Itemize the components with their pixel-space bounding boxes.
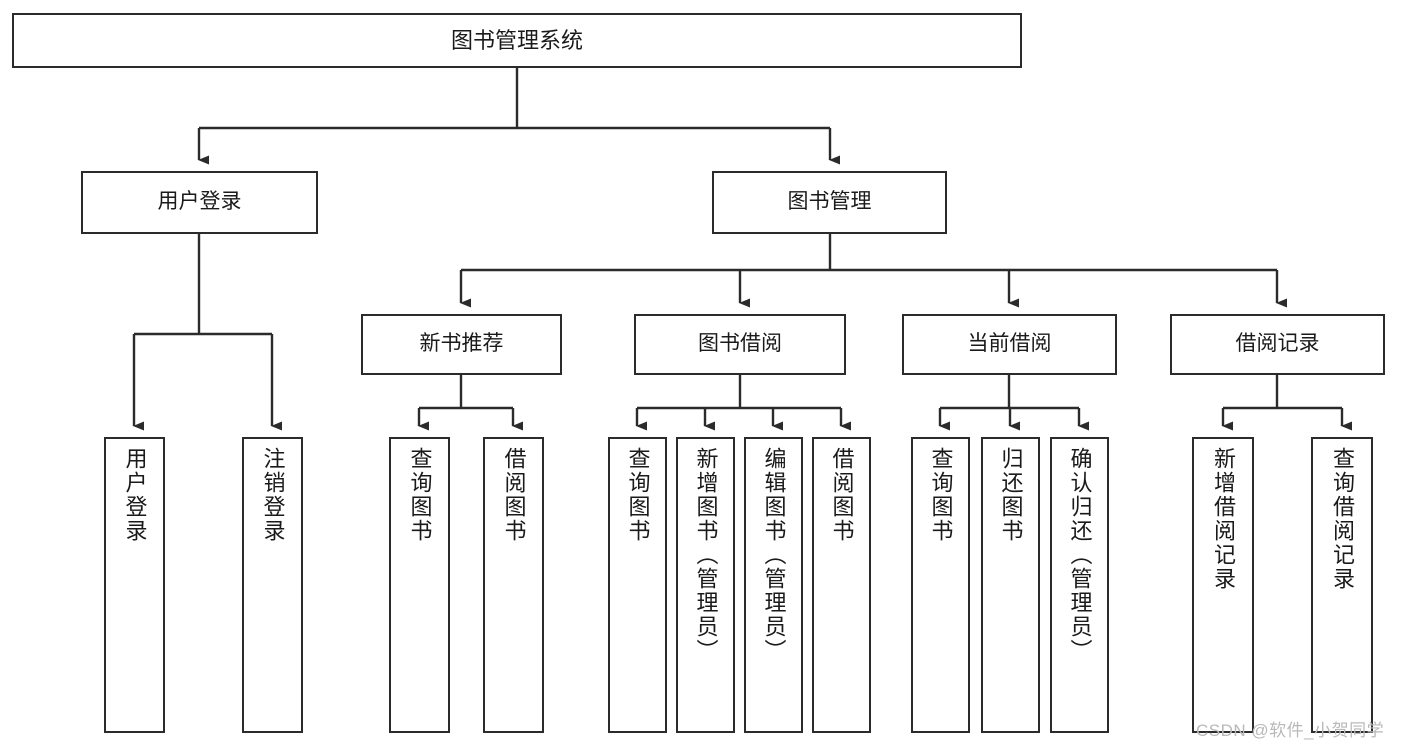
node-leaf-12-查询借阅记录[interactable]: 查询借阅记录 (1311, 437, 1373, 733)
node-label: 借阅图书 (501, 447, 527, 543)
node-level1-图书管理[interactable]: 图书管理 (712, 171, 947, 234)
node-leaf-0-用户登录[interactable]: 用户登录 (104, 437, 165, 733)
node-leaf-2-查询图书[interactable]: 查询图书 (389, 437, 450, 733)
node-label: 查询图书 (928, 447, 954, 543)
node-label: 确认归还（管理员） (1067, 447, 1093, 663)
node-label: 用户登录 (122, 447, 148, 543)
node-label: 新增图书（管理员） (693, 447, 719, 663)
node-label: 查询借阅记录 (1330, 447, 1355, 591)
node-label: 图书借阅 (698, 332, 782, 356)
node-level1-用户登录[interactable]: 用户登录 (81, 171, 318, 234)
node-leaf-10-确认归还管理员[interactable]: 确认归还（管理员） (1050, 437, 1109, 733)
node-leaf-8-查询图书[interactable]: 查询图书 (911, 437, 970, 733)
node-label: 借阅记录 (1235, 332, 1320, 356)
node-label: 查询图书 (407, 447, 433, 543)
node-level2-新书推荐[interactable]: 新书推荐 (361, 314, 562, 375)
node-label: 图书管理系统 (450, 27, 583, 53)
node-leaf-1-注销登录[interactable]: 注销登录 (242, 437, 303, 733)
node-label: 查询图书 (625, 447, 651, 543)
node-label: 新书推荐 (419, 332, 504, 356)
node-label: 用户登录 (157, 190, 242, 214)
node-label: 归还图书 (998, 447, 1024, 543)
node-label: 注销登录 (260, 447, 286, 543)
node-level2-当前借阅[interactable]: 当前借阅 (902, 314, 1117, 375)
node-leaf-9-归还图书[interactable]: 归还图书 (981, 437, 1040, 733)
node-leaf-5-新增图书管理员[interactable]: 新增图书（管理员） (676, 437, 735, 733)
node-level2-图书借阅[interactable]: 图书借阅 (634, 314, 846, 375)
node-level2-借阅记录[interactable]: 借阅记录 (1170, 314, 1385, 375)
node-leaf-11-新增借阅记录[interactable]: 新增借阅记录 (1192, 437, 1254, 733)
node-leaf-7-借阅图书[interactable]: 借阅图书 (812, 437, 871, 733)
node-label: 借阅图书 (829, 447, 855, 543)
node-label: 新增借阅记录 (1211, 447, 1236, 591)
node-label: 编辑图书（管理员） (761, 447, 787, 663)
node-root-图书管理系统[interactable]: 图书管理系统 (12, 13, 1022, 68)
node-label: 当前借阅 (967, 332, 1052, 356)
node-leaf-6-编辑图书管理员[interactable]: 编辑图书（管理员） (744, 437, 803, 733)
node-leaf-3-借阅图书[interactable]: 借阅图书 (483, 437, 544, 733)
node-leaf-4-查询图书[interactable]: 查询图书 (608, 437, 667, 733)
node-label: 图书管理 (787, 190, 872, 214)
